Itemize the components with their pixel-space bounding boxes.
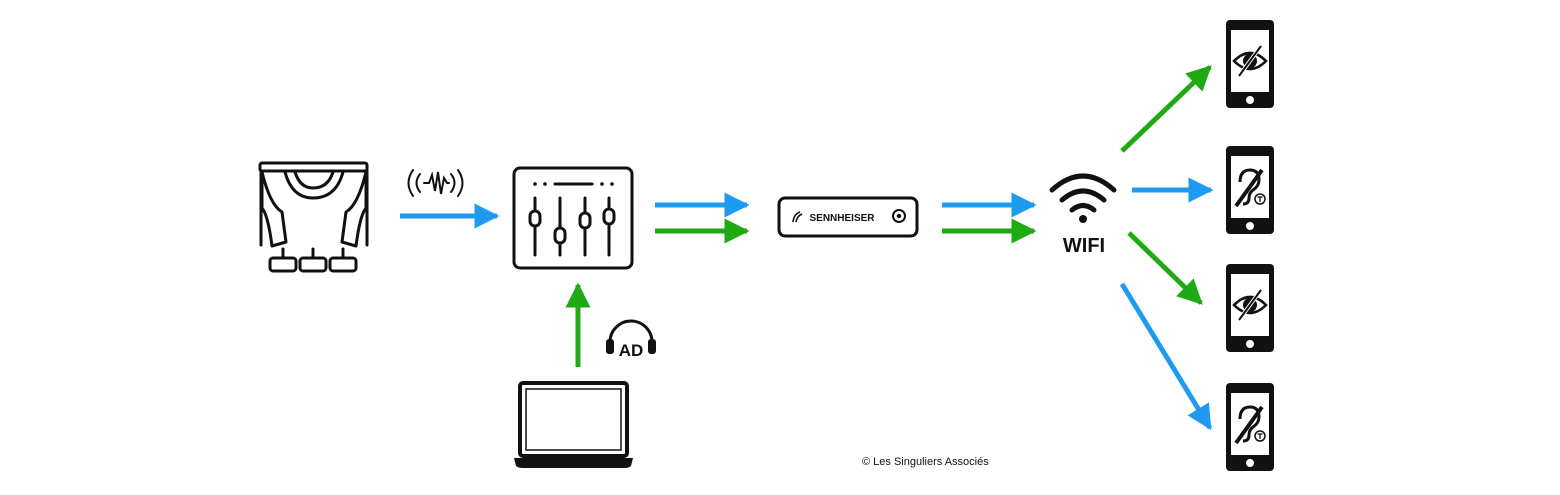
sennheiser-receiver-icon: SENNHEISER — [777, 196, 919, 238]
smartphone-low-vision-icon — [1226, 264, 1274, 352]
smartphone-low-vision-icon — [1226, 20, 1274, 108]
arrow-wifi-to-device-1 — [1120, 65, 1212, 153]
copyright-credit: © Les Singuliers Associés — [862, 456, 989, 468]
smartphone-hearing-loop-icon — [1226, 146, 1274, 234]
receiver-brand-label: SENNHEISER — [809, 213, 875, 224]
audio-description-label: AD — [619, 341, 644, 360]
wifi-label: WIFI — [1063, 235, 1105, 257]
theater-stage-icon — [258, 161, 369, 273]
wifi-icon — [1049, 173, 1117, 223]
laptop-icon — [514, 381, 633, 468]
audio-mixer-icon — [512, 166, 634, 270]
headphones-icon: AD — [606, 319, 656, 360]
sound-wave-icon — [407, 169, 464, 197]
arrow-wifi-to-device-3 — [1127, 231, 1203, 305]
smartphone-hearing-loop-icon — [1226, 383, 1274, 471]
arrow-wifi-to-device-4 — [1119, 282, 1213, 431]
